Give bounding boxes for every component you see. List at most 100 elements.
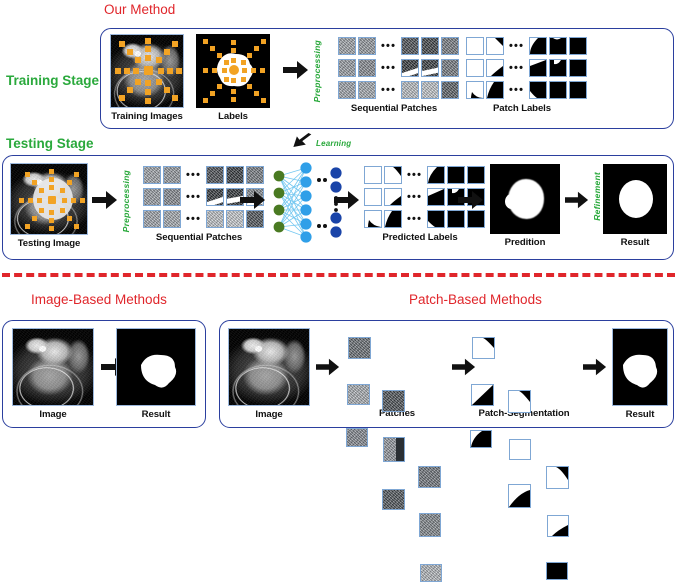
- sequential-patch: [163, 210, 181, 228]
- testing-annotation-dots: [19, 169, 85, 231]
- nn-hidden-nodes: [300, 162, 312, 243]
- arrow-testing-to-preprocessing: [92, 190, 118, 210]
- predicted-label: [364, 188, 382, 206]
- sequential-patch: [421, 37, 440, 55]
- sequential-patch: [163, 166, 181, 184]
- sequential-patch: [163, 188, 181, 206]
- training-images-thumbnail: [110, 34, 184, 108]
- sequential-patch: [206, 210, 225, 228]
- segmentation-patch: [508, 390, 531, 413]
- training-annotation-dots: [115, 38, 182, 104]
- arrow-image-to-patches: [316, 357, 340, 377]
- sequential-patch: [358, 37, 376, 55]
- patch-segmentation-group: Patch-Segmentation: [466, 328, 582, 580]
- sequential-patch: [401, 37, 420, 55]
- patch-label: [569, 59, 588, 77]
- sequential-patch: [226, 188, 245, 206]
- labels-thumbnail: [196, 34, 270, 108]
- caption-patch-based-result: Result: [625, 409, 655, 420]
- predicted-label: [467, 210, 486, 228]
- training-images-group: Training Images: [110, 34, 184, 122]
- caption-image-based-image: Image: [39, 409, 67, 420]
- patch-label: [549, 81, 568, 99]
- heading-our-method: Our Method: [104, 2, 176, 17]
- segmentation-patch: [547, 515, 569, 537]
- testing-sequential-patches-group: ••• ••• ••• Sequential Patches: [143, 166, 265, 243]
- predicted-label: [427, 166, 446, 184]
- heading-patch-based-methods: Patch-Based Methods: [409, 292, 542, 307]
- sequential-patch: [421, 81, 440, 99]
- caption-sequential-patches-testing: Sequential Patches: [155, 232, 243, 243]
- ellipsis: •••: [407, 190, 423, 203]
- patch-based-result-thumbnail: [612, 328, 668, 406]
- patch-label: [486, 59, 504, 77]
- sequential-patch: [441, 37, 460, 55]
- process-label-preprocessing-training: Preprocessing: [312, 40, 322, 103]
- nn-output-nodes: [330, 167, 342, 238]
- patch-label: [569, 81, 588, 99]
- caption-testing-image: Testing Image: [17, 238, 81, 249]
- sequential-patch: [441, 59, 460, 77]
- caption-patch-based-image: Image: [255, 409, 283, 420]
- arrow-segmentation-to-result: [583, 357, 607, 377]
- ellipsis: •••: [186, 168, 202, 181]
- sequential-patch: [358, 81, 376, 99]
- patch-label: [466, 59, 484, 77]
- predicted-label: [447, 210, 466, 228]
- predicted-label: [427, 188, 446, 206]
- scattered-patch: [347, 384, 370, 405]
- patch-label: [466, 37, 484, 55]
- segmentation-patch: [509, 439, 531, 460]
- patch-label: [529, 59, 548, 77]
- ellipsis: •••: [381, 39, 397, 52]
- image-based-result-group: Result: [116, 328, 196, 420]
- arrow-training-to-preprocessing: [283, 60, 309, 80]
- testing-result-thumbnail: [603, 164, 667, 234]
- arrow-patches-to-network: [240, 190, 266, 210]
- patch-label: [529, 81, 548, 99]
- sequential-patch: [143, 210, 161, 228]
- label-row: •••: [466, 37, 588, 55]
- arrow-patches-to-segmentation: [452, 357, 476, 377]
- sequential-patch: [358, 59, 376, 77]
- ellipsis: •••: [509, 83, 525, 96]
- image-based-image-group: Image: [12, 328, 94, 420]
- sequential-patch: [401, 59, 420, 77]
- process-label-refinement: Refinement: [592, 172, 602, 221]
- prediction-group: Predition: [490, 164, 560, 248]
- caption-labels: Labels: [218, 111, 248, 122]
- patch-based-input-thumbnail: [228, 328, 310, 406]
- label-row: •••: [364, 210, 486, 228]
- stage-label-testing: Testing Stage: [6, 136, 94, 151]
- sequential-patch: [206, 166, 225, 184]
- patch-label: [569, 37, 588, 55]
- scattered-patch: [419, 513, 441, 537]
- training-sequential-patches-group: ••• ••• ••• Sequential Patches: [338, 37, 460, 114]
- sequential-patch: [441, 81, 460, 99]
- patch-label: [486, 81, 504, 99]
- process-label-preprocessing-testing: Preprocessing: [121, 170, 131, 233]
- nn-hidden-ellipsis: [317, 178, 327, 228]
- patch-label: [549, 59, 568, 77]
- arrow-learning: [288, 130, 314, 154]
- segmentation-patch: [508, 484, 531, 508]
- heading-image-based-methods: Image-Based Methods: [31, 292, 167, 307]
- testing-image-thumbnail: [10, 163, 88, 235]
- patch-label: [466, 81, 484, 99]
- segmentation-patch: [471, 384, 494, 406]
- process-label-learning: Learning: [316, 139, 352, 148]
- prediction-thumbnail: [490, 164, 560, 234]
- predicted-label: [384, 188, 402, 206]
- predicted-label: [467, 166, 486, 184]
- ellipsis: •••: [381, 61, 397, 74]
- ellipsis: •••: [186, 212, 202, 225]
- scattered-patch: [418, 466, 441, 488]
- patch-label: [529, 37, 548, 55]
- section-divider: [2, 273, 675, 277]
- arrow-prediction-to-refinement: [565, 190, 589, 210]
- patch-row: •••: [143, 166, 265, 184]
- arrow-labels-to-prediction: [458, 190, 484, 210]
- ellipsis: •••: [186, 190, 202, 203]
- ellipsis: •••: [509, 61, 525, 74]
- label-row: •••: [466, 59, 588, 77]
